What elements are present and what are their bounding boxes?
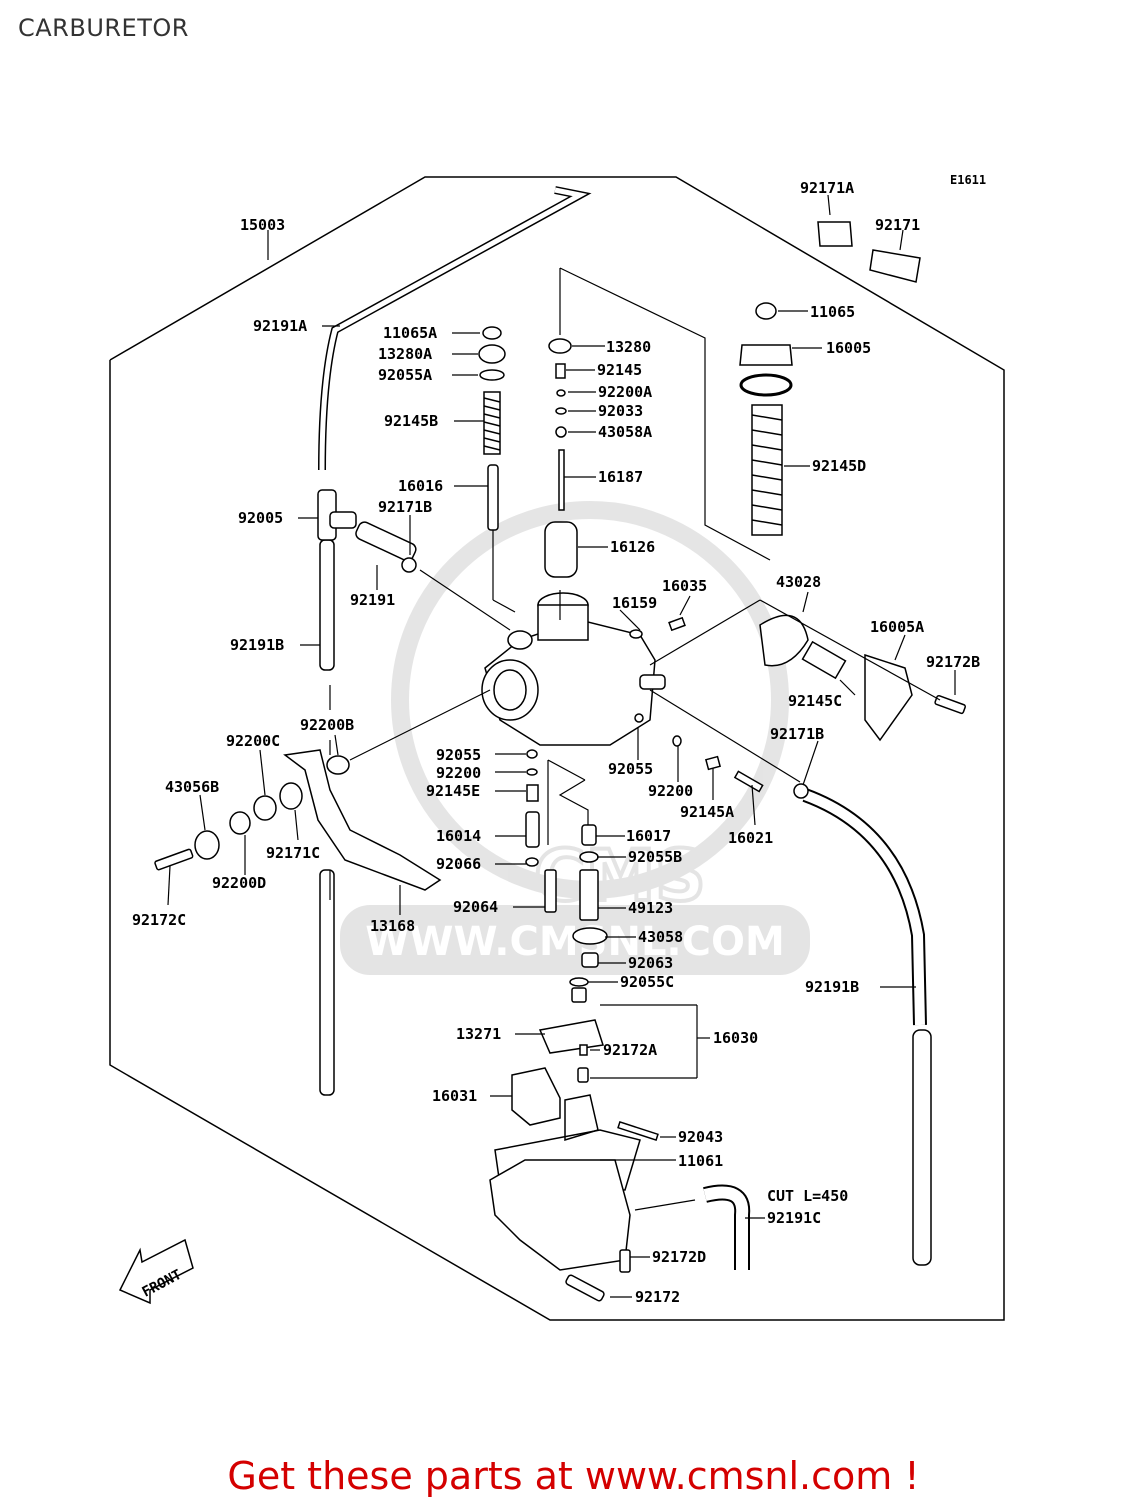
part-label: 43056B bbox=[165, 778, 219, 796]
part-label: 92063 bbox=[628, 954, 673, 972]
part-label: 16159 bbox=[612, 594, 657, 612]
part-label: 92145B bbox=[384, 412, 438, 430]
part-label: 43058 bbox=[638, 928, 683, 946]
part-label: 92172 bbox=[635, 1288, 680, 1306]
part-label: 92171B bbox=[378, 498, 432, 516]
part-label: 11061 bbox=[678, 1152, 723, 1170]
part-label: 92172A bbox=[603, 1041, 657, 1059]
part-label: 92191A bbox=[253, 317, 307, 335]
watermark-text: WWW.CMSNL.COM bbox=[365, 919, 785, 965]
part-label: 92200 bbox=[436, 764, 481, 782]
part-label: 92191C bbox=[767, 1209, 821, 1227]
part-label: 92055 bbox=[608, 760, 653, 778]
part-label: 92172C bbox=[132, 911, 186, 929]
part-label: 92055 bbox=[436, 746, 481, 764]
part-label: 16014 bbox=[436, 827, 481, 845]
part-label: 92200B bbox=[300, 716, 354, 734]
part-label: 16035 bbox=[662, 577, 707, 595]
page-title: CARBURETOR bbox=[18, 14, 189, 42]
part-label: 92171B bbox=[770, 725, 824, 743]
part-label: 92055A bbox=[378, 366, 432, 384]
part-label: 92066 bbox=[436, 855, 481, 873]
part-label: 92145C bbox=[788, 692, 842, 710]
svg-text:CMS: CMS bbox=[534, 835, 705, 917]
part-label: 92055C bbox=[620, 973, 674, 991]
part-label: 16016 bbox=[398, 477, 443, 495]
part-label: 13168 bbox=[370, 917, 415, 935]
part-label: 16126 bbox=[610, 538, 655, 556]
part-label: 13271 bbox=[456, 1025, 501, 1043]
part-label: 92171 bbox=[875, 216, 920, 234]
part-label: 16005A bbox=[870, 618, 924, 636]
part-label: 92191B bbox=[805, 978, 859, 996]
parts-artwork bbox=[118, 186, 966, 1305]
diagram-frame bbox=[109, 176, 1005, 1321]
part-label: 92200 bbox=[648, 782, 693, 800]
part-label: 13280A bbox=[378, 345, 432, 363]
part-label: 16021 bbox=[728, 829, 773, 847]
part-label: 92171A bbox=[800, 179, 854, 197]
part-label: 92200C bbox=[226, 732, 280, 750]
leader-lines bbox=[167, 194, 956, 1298]
part-label: 92064 bbox=[453, 898, 498, 916]
part-label: 16187 bbox=[598, 468, 643, 486]
part-label: 43028 bbox=[776, 573, 821, 591]
part-label: 16017 bbox=[626, 827, 671, 845]
part-label: 92172B bbox=[926, 653, 980, 671]
part-label: 92172D bbox=[652, 1248, 706, 1266]
part-label: 43058A bbox=[598, 423, 652, 441]
part-label: 92043 bbox=[678, 1128, 723, 1146]
part-label: 49123 bbox=[628, 899, 673, 917]
part-label: 92145E bbox=[426, 782, 480, 800]
part-label: 92145A bbox=[680, 803, 734, 821]
part-label: 11065 bbox=[810, 303, 855, 321]
footer-link[interactable]: Get these parts at www.cmsnl.com ! bbox=[227, 1454, 920, 1498]
part-label: 92005 bbox=[238, 509, 283, 527]
part-label: 16031 bbox=[432, 1087, 477, 1105]
part-label: 13280 bbox=[606, 338, 651, 356]
part-labels: 92171A 92171 15003 11065 16005 92191A 11… bbox=[132, 179, 980, 1306]
part-label: 92200A bbox=[598, 383, 652, 401]
part-label: 11065A bbox=[383, 324, 437, 342]
part-label: 15003 bbox=[240, 216, 285, 234]
part-label: 92191B bbox=[230, 636, 284, 654]
part-label: 92171C bbox=[266, 844, 320, 862]
part-label: 92145D bbox=[812, 457, 866, 475]
part-label: 16030 bbox=[713, 1029, 758, 1047]
part-label: 16005 bbox=[826, 339, 871, 357]
part-label: 92145 bbox=[597, 361, 642, 379]
figure-code: E1611 bbox=[950, 173, 986, 187]
part-label: 92200D bbox=[212, 874, 266, 892]
part-label: 92033 bbox=[598, 402, 643, 420]
part-label: 92055B bbox=[628, 848, 682, 866]
part-label: 92191 bbox=[350, 591, 395, 609]
part-label: CUT L=450 bbox=[767, 1187, 848, 1205]
